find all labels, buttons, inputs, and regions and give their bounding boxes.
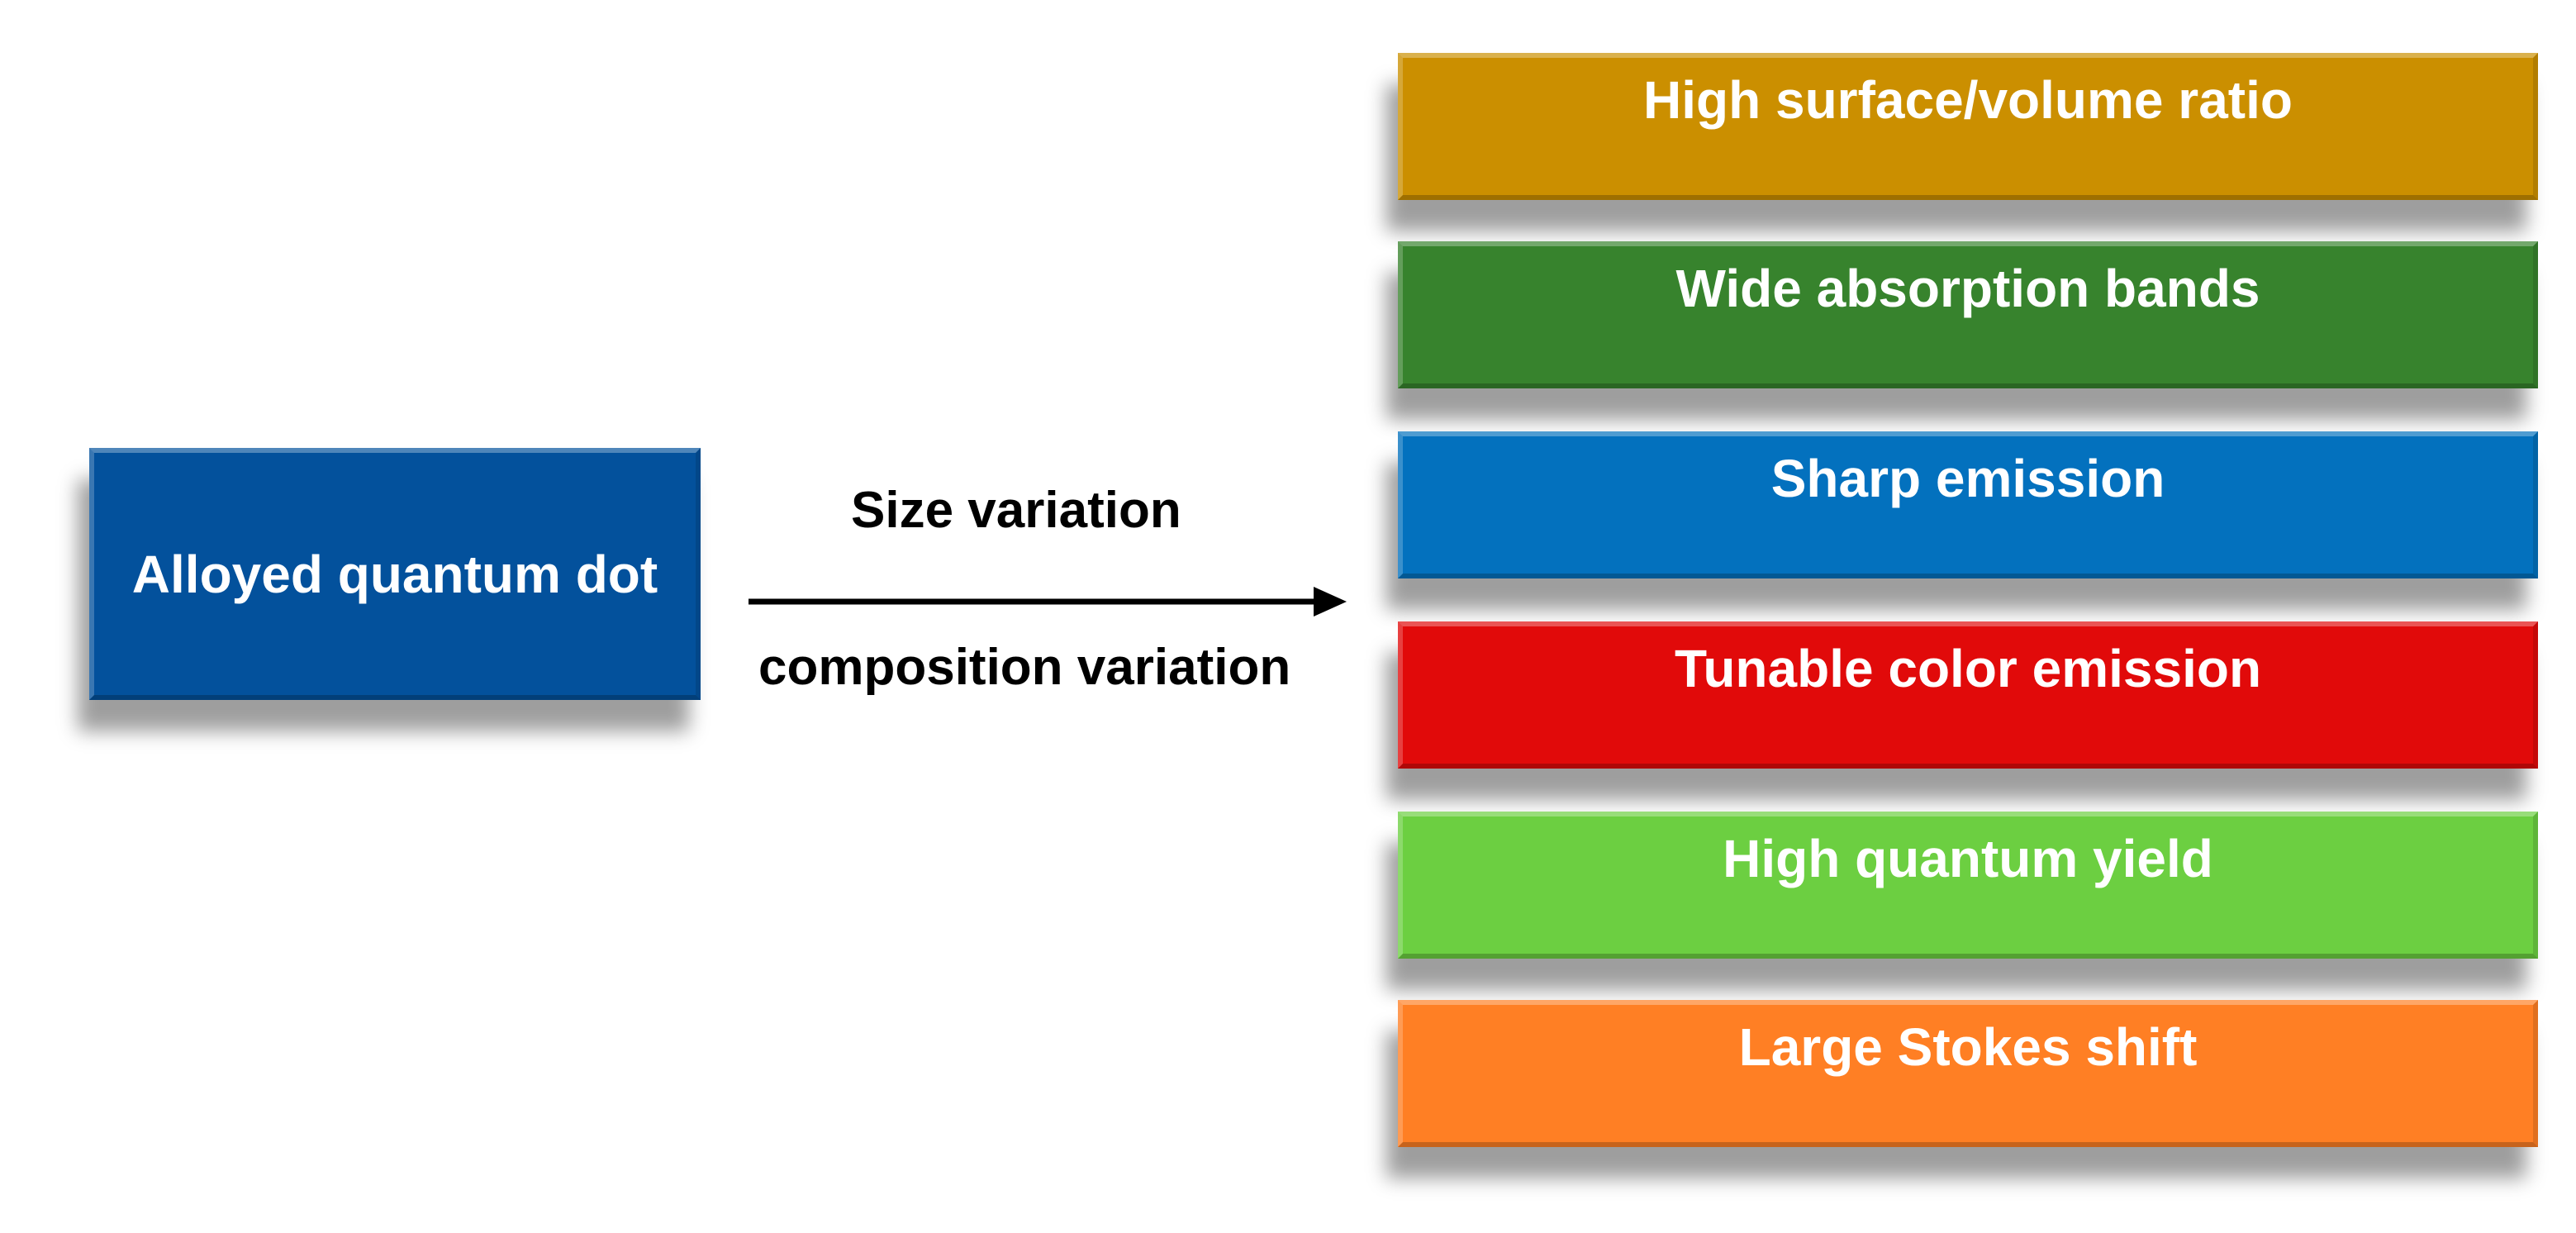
property-label: High surface/volume ratio bbox=[1643, 70, 2293, 130]
property-label: Tunable color emission bbox=[1674, 639, 2262, 698]
property-label: High quantum yield bbox=[1723, 829, 2213, 888]
property-box-sharp-emission: Sharp emission bbox=[1398, 431, 2538, 578]
right-arrow-icon bbox=[749, 587, 1347, 616]
property-label: Sharp emission bbox=[1770, 449, 2165, 508]
property-box-wide-absorption-bands: Wide absorption bands bbox=[1398, 241, 2538, 388]
property-box-high-quantum-yield: High quantum yield bbox=[1398, 812, 2538, 959]
property-label: Wide absorption bands bbox=[1675, 259, 2260, 318]
property-box-tunable-color-emission: Tunable color emission bbox=[1398, 621, 2538, 769]
property-box-large-stokes-shift: Large Stokes shift bbox=[1398, 1000, 2538, 1147]
source-box-alloyed-quantum-dot: Alloyed quantum dot bbox=[89, 448, 701, 700]
arrow-label-top: Size variation bbox=[851, 482, 1181, 539]
property-box-high-surface-volume-ratio: High surface/volume ratio bbox=[1398, 53, 2538, 200]
source-box-label: Alloyed quantum dot bbox=[131, 544, 658, 604]
arrow-label-bottom: composition variation bbox=[758, 639, 1291, 696]
arrow-head bbox=[1314, 587, 1347, 616]
property-label: Large Stokes shift bbox=[1738, 1017, 2198, 1077]
